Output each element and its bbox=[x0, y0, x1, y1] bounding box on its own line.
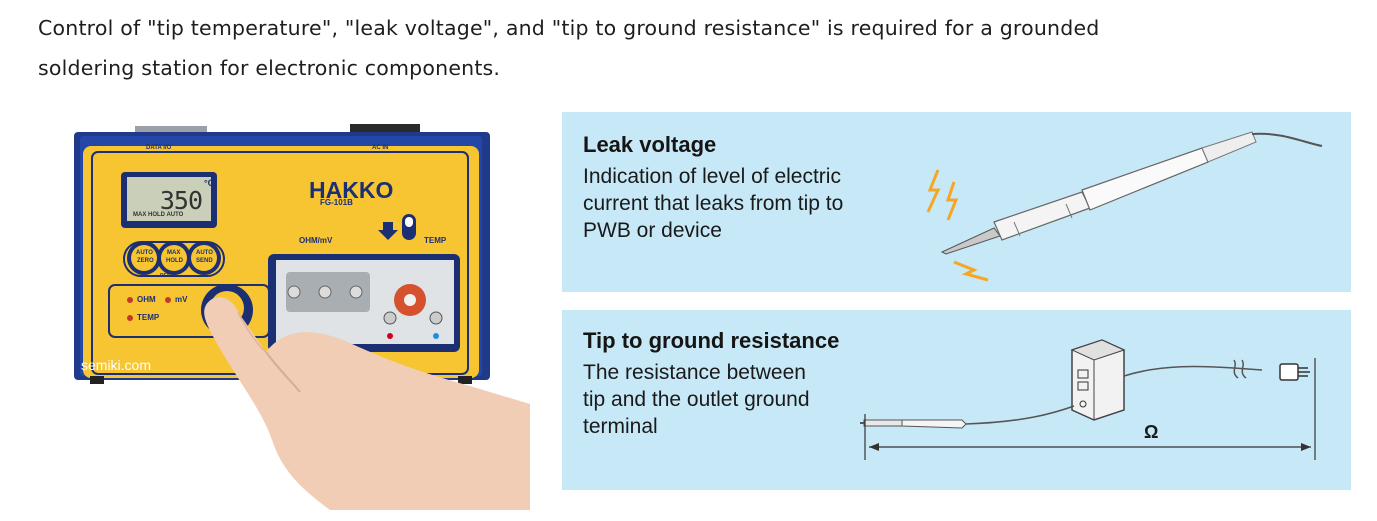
ground-desc-line-2: tip and the outlet ground bbox=[583, 388, 810, 411]
lcd-unit: °C bbox=[204, 178, 215, 188]
mode-temp-label: TEMP bbox=[137, 313, 160, 322]
ground-resistance-description: The resistance between tip and the outle… bbox=[583, 359, 810, 440]
mode-mv-label: mV bbox=[175, 295, 188, 304]
intro-text: Control of "tip temperature", "leak volt… bbox=[38, 8, 1338, 88]
leak-voltage-title: Leak voltage bbox=[583, 132, 717, 157]
mode-ohm-label: OHM bbox=[137, 295, 156, 304]
auto-zero-line1: AUTO bbox=[136, 250, 153, 256]
plug-icon bbox=[1279, 363, 1299, 381]
ground-desc-line-3: terminal bbox=[583, 415, 658, 438]
ohm-mv-label: OHM/mV bbox=[299, 236, 333, 245]
brand-logo: HAKKO bbox=[309, 177, 393, 203]
lcd-reading: 350 bbox=[159, 186, 203, 215]
auto-zero-button[interactable]: AUTO bbox=[136, 250, 153, 256]
auto-send-button[interactable]: AUTO bbox=[196, 250, 213, 256]
spark-icon bbox=[926, 169, 941, 213]
max-hold-button[interactable]: MAX bbox=[167, 250, 180, 256]
leak-desc-line-2: current that leaks from tip to bbox=[583, 192, 844, 215]
model-label: FG-101B bbox=[320, 198, 353, 207]
leak-desc-line-1: Indication of level of electric bbox=[583, 165, 841, 188]
auto-send-line2: SEND bbox=[196, 258, 213, 264]
reset-label: RESET bbox=[160, 273, 177, 279]
intro-line-1: Control of "tip temperature", "leak volt… bbox=[38, 16, 1100, 40]
data-io-label: DATA I/O bbox=[146, 145, 172, 151]
ac-in-label: AC IN bbox=[372, 145, 389, 151]
ground-resistance-panel: Tip to ground resistance The resistance … bbox=[562, 310, 1351, 490]
resistance-symbol: Ω bbox=[1144, 422, 1159, 442]
ground-resistance-title: Tip to ground resistance bbox=[583, 328, 840, 353]
device-illustration: HAKKO bbox=[74, 124, 530, 510]
auto-zero-line2: ZERO bbox=[137, 258, 154, 264]
watermark: semiki.com bbox=[81, 357, 152, 373]
max-hold-line2: HOLD bbox=[166, 258, 183, 264]
intro-line-2: soldering station for electronic compone… bbox=[38, 56, 501, 80]
leak-voltage-panel: Leak voltage Indication of level of elec… bbox=[562, 112, 1351, 292]
soldering-iron-illustration bbox=[926, 131, 1323, 282]
auto-send-line1: AUTO bbox=[196, 250, 213, 256]
ground-measurement-illustration bbox=[860, 339, 1316, 460]
max-hold-line1: MAX bbox=[167, 250, 181, 256]
leak-voltage-description: Indication of level of electric current … bbox=[583, 163, 843, 244]
lcd-status: MAX HOLD AUTO bbox=[133, 212, 184, 218]
temp-label: TEMP bbox=[424, 236, 447, 245]
leak-desc-line-3: PWB or device bbox=[583, 219, 722, 242]
ground-desc-line-1: The resistance between bbox=[583, 361, 806, 384]
